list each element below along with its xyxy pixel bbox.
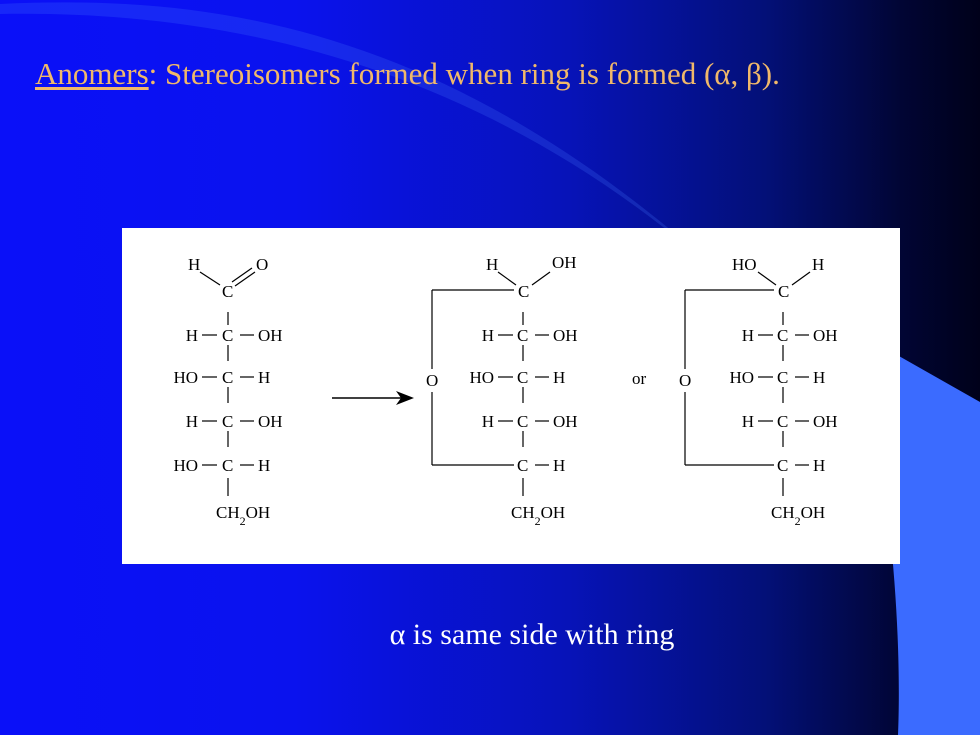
top-left-label: HO <box>732 255 757 274</box>
substituent-left: H <box>186 326 198 345</box>
double-bond <box>231 267 253 283</box>
bond <box>791 271 811 286</box>
carbon-label: C <box>778 282 789 301</box>
bond <box>757 271 777 286</box>
substituent-left: HO <box>469 368 494 387</box>
substituent-right: H <box>553 456 565 475</box>
substituent-right: H <box>258 456 270 475</box>
aldehyde-o-label: O <box>256 255 268 274</box>
carbon-label: C <box>517 412 528 431</box>
ring-oxygen-label: O <box>426 371 438 390</box>
slide-caption: α is same side with ring <box>0 618 980 652</box>
substituent-left: HO <box>729 368 754 387</box>
substituent-right: OH <box>813 326 838 345</box>
terminal-group-label: CH2OH <box>216 503 270 528</box>
bond <box>531 271 551 286</box>
carbon-label: C <box>777 412 788 431</box>
alpha-anomer-structure: H OH C O H C OH HO C <box>426 253 578 528</box>
aldehyde-h-label: H <box>188 255 200 274</box>
substituent-left: H <box>742 326 754 345</box>
carbon-label: C <box>222 326 233 345</box>
substituent-left: H <box>186 412 198 431</box>
substituent-right: H <box>813 456 825 475</box>
structure-diagram: H O C H C OH HO C H H <box>173 253 838 528</box>
substituent-left: HO <box>173 368 198 387</box>
carbon-label: C <box>222 412 233 431</box>
slide-title: Anomers: Stereoisomers formed when ring … <box>35 56 780 92</box>
carbon-label: C <box>777 456 788 475</box>
carbon-label: C <box>518 282 529 301</box>
double-bond <box>234 271 256 287</box>
top-right-label: OH <box>552 253 577 272</box>
top-right-label: H <box>812 255 824 274</box>
carbon-label: C <box>777 368 788 387</box>
caption-text: α is same side with ring <box>389 618 675 651</box>
substituent-right: H <box>553 368 565 387</box>
background-swoosh <box>0 2 706 263</box>
top-left-label: H <box>486 255 498 274</box>
substituent-right: OH <box>258 412 283 431</box>
carbon-label: C <box>222 282 233 301</box>
substituent-right: OH <box>553 326 578 345</box>
substituent-right: H <box>813 368 825 387</box>
carbon-label: C <box>777 326 788 345</box>
title-term: Anomers <box>35 56 149 91</box>
beta-anomer-structure: HO H C O H C OH HO C <box>679 255 838 528</box>
bond <box>199 271 221 286</box>
or-connector: or <box>632 369 647 388</box>
reaction-arrow <box>332 391 414 405</box>
terminal-group-label: CH2OH <box>511 503 565 528</box>
carbon-label: C <box>222 368 233 387</box>
substituent-left: H <box>482 326 494 345</box>
bond <box>497 271 517 286</box>
substituent-right: H <box>258 368 270 387</box>
substituent-right: OH <box>813 412 838 431</box>
carbon-label: C <box>222 456 233 475</box>
anomer-structure-figure: H O C H C OH HO C H H <box>122 228 900 564</box>
carbon-label: C <box>517 456 528 475</box>
terminal-group-label: CH2OH <box>771 503 825 528</box>
title-definition: : Stereoisomers formed when ring is form… <box>148 56 780 91</box>
carbon-label: C <box>517 326 528 345</box>
substituent-left: H <box>742 412 754 431</box>
open-chain-structure: H O C H C OH HO C H H <box>173 255 282 528</box>
substituent-left: HO <box>173 456 198 475</box>
ring-oxygen-label: O <box>679 371 691 390</box>
substituent-right: OH <box>258 326 283 345</box>
carbon-label: C <box>517 368 528 387</box>
substituent-right: OH <box>553 412 578 431</box>
substituent-left: H <box>482 412 494 431</box>
